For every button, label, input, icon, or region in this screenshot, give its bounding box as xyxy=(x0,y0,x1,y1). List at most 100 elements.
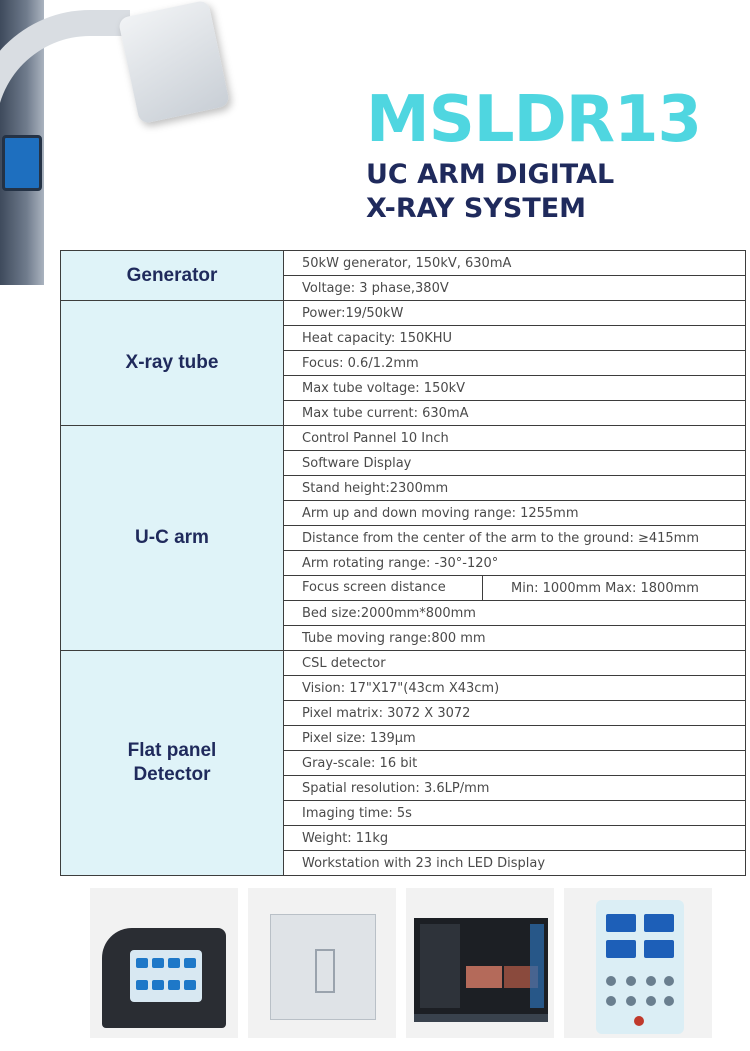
keypad-button xyxy=(664,996,674,1006)
table-row: Generator 50kW generator, 150kV, 630mA xyxy=(60,250,746,301)
hero-machine-image xyxy=(0,0,240,285)
spec-item: Focus: 0.6/1.2mm xyxy=(283,350,746,376)
console-key xyxy=(184,958,196,968)
keypad-display xyxy=(644,940,674,958)
table-row: Tube moving range:800 mm xyxy=(61,625,746,651)
control-console-photo xyxy=(90,888,238,1038)
spec-item: Software Display xyxy=(283,450,746,476)
spec-item: Pixel size: 139μm xyxy=(283,725,746,751)
software-screen xyxy=(414,918,548,1014)
table-row: Gray-scale: 16 bit xyxy=(61,750,746,776)
subtitle-line-1: UC ARM DIGITAL xyxy=(366,159,615,190)
table-row: Pixel size: 139μm xyxy=(61,725,746,751)
control-panel-keypad-photo xyxy=(564,888,712,1038)
spec-item: Tube moving range:800 mm xyxy=(283,625,746,651)
spec-item: Arm rotating range: -30°-120° xyxy=(283,550,746,576)
xray-tube-head xyxy=(117,0,231,125)
spec-item: Distance from the center of the arm to t… xyxy=(283,525,746,551)
spec-item: Imaging time: 5s xyxy=(283,800,746,826)
software-toolbar xyxy=(530,924,544,1008)
category-xray-tube: X-ray tube xyxy=(60,300,284,426)
table-row: Max tube current: 630mA xyxy=(61,400,746,426)
table-row: U-C arm Control Pannel 10 Inch xyxy=(60,425,746,651)
focus-distance-cell: Focus screen distance Min: 1000mm Max: 1… xyxy=(284,576,745,600)
table-row: Flat panel Detector CSL detector xyxy=(60,650,746,876)
category-flat-panel-detector: Flat panel Detector xyxy=(60,650,284,876)
spec-item: Vision: 17"X17"(43cm X43cm) xyxy=(283,675,746,701)
spec-item: Voltage: 3 phase,380V xyxy=(283,275,746,301)
spec-item: Pixel matrix: 3072 X 3072 xyxy=(283,700,746,726)
table-row: Bed size:2000mm*800mm xyxy=(61,600,746,626)
console-key xyxy=(136,980,148,990)
subtitle-line-2: X-RAY SYSTEM xyxy=(366,193,587,224)
spec-item: Workstation with 23 inch LED Display xyxy=(283,850,746,876)
spec-item: Spatial resolution: 3.6LP/mm xyxy=(283,775,746,801)
monitor-base xyxy=(414,1014,548,1022)
table-row: Voltage: 3 phase,380V xyxy=(61,275,746,301)
table-row: Focus screen distance Min: 1000mm Max: 1… xyxy=(61,575,746,601)
detector-plate xyxy=(270,914,376,1020)
spec-table: Generator 50kW generator, 150kV, 630mA V… xyxy=(60,250,746,876)
category-generator: Generator xyxy=(60,250,284,301)
table-row: X-ray tube Power:19/50kW xyxy=(60,300,746,426)
table-row: Weight: 11kg xyxy=(61,825,746,851)
table-row: Stand height:2300mm xyxy=(61,475,746,501)
table-row: Max tube voltage: 150kV xyxy=(61,375,746,401)
spec-item: CSL detector xyxy=(283,650,746,676)
xray-preview-1 xyxy=(466,966,502,988)
workstation-software-photo xyxy=(406,888,554,1038)
keypad-display xyxy=(644,914,674,932)
keypad-button xyxy=(626,996,636,1006)
table-row: Pixel matrix: 3072 X 3072 xyxy=(61,700,746,726)
spec-item: Heat capacity: 150KHU xyxy=(283,325,746,351)
table-row: Arm rotating range: -30°-120° xyxy=(61,550,746,576)
spec-item: Max tube voltage: 150kV xyxy=(283,375,746,401)
category-uc-arm: U-C arm xyxy=(60,425,284,651)
table-row: Distance from the center of the arm to t… xyxy=(61,525,746,551)
keypad-display xyxy=(606,940,636,958)
software-sidebar xyxy=(420,924,460,1008)
detector-center-mark xyxy=(315,949,335,993)
category-line-1: Flat panel xyxy=(127,740,217,761)
keypad-button xyxy=(664,976,674,986)
keypad-button xyxy=(646,976,656,986)
table-row: Software Display xyxy=(61,450,746,476)
spec-item: Max tube current: 630mA xyxy=(283,400,746,426)
flat-panel-detector-photo xyxy=(248,888,396,1038)
console-panel xyxy=(130,950,202,1002)
console-key xyxy=(168,958,180,968)
spec-item: Gray-scale: 16 bit xyxy=(283,750,746,776)
product-subtitle: UC ARM DIGITAL X-RAY SYSTEM xyxy=(366,158,614,226)
keypad-button xyxy=(626,976,636,986)
keypad-button xyxy=(606,996,616,1006)
category-line-2: Detector xyxy=(133,764,211,785)
keypad-button xyxy=(606,976,616,986)
table-row: Imaging time: 5s xyxy=(61,800,746,826)
control-screen xyxy=(2,135,42,191)
console-key xyxy=(152,958,164,968)
spec-item: Power:19/50kW xyxy=(283,300,746,326)
console-key xyxy=(136,958,148,968)
console-key xyxy=(184,980,196,990)
model-title: MSLDR13 xyxy=(366,83,702,157)
thumbnail-strip xyxy=(90,888,720,1038)
keypad-button xyxy=(646,996,656,1006)
table-row: Vision: 17"X17"(43cm X43cm) xyxy=(61,675,746,701)
keypad-button xyxy=(634,1016,644,1026)
spec-item: Stand height:2300mm xyxy=(283,475,746,501)
keypad-display xyxy=(606,914,636,932)
focus-distance-value: Min: 1000mm Max: 1800mm xyxy=(511,580,699,596)
spec-item-split: Focus screen distance Min: 1000mm Max: 1… xyxy=(283,575,746,601)
spec-item: Control Pannel 10 Inch xyxy=(283,425,746,451)
spec-item: 50kW generator, 150kV, 630mA xyxy=(283,250,746,276)
spec-item: Bed size:2000mm*800mm xyxy=(283,600,746,626)
table-row: Workstation with 23 inch LED Display xyxy=(61,850,746,876)
console-key xyxy=(168,980,180,990)
spec-item: Arm up and down moving range: 1255mm xyxy=(283,500,746,526)
keypad xyxy=(596,900,684,1034)
table-row: Arm up and down moving range: 1255mm xyxy=(61,500,746,526)
xray-preview-2 xyxy=(504,966,538,988)
focus-distance-label: Focus screen distance xyxy=(284,576,483,600)
spec-item: Weight: 11kg xyxy=(283,825,746,851)
console-key xyxy=(152,980,164,990)
